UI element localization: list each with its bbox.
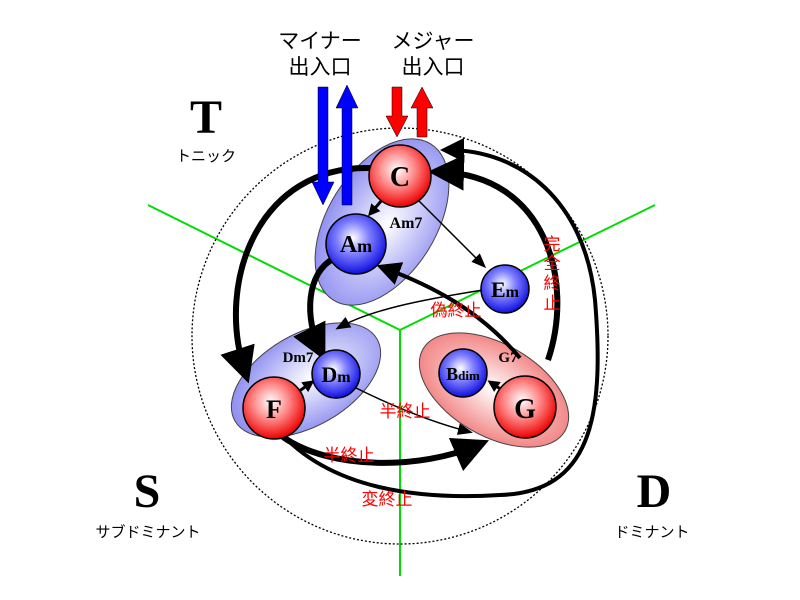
arrow-am-to-dm [293,255,337,361]
arrow-dm-to-g [351,385,473,435]
chord-label-am: Am [340,232,372,258]
subdominant-group-ellipse [230,322,382,438]
chord-label-g7: G7 [498,350,518,366]
chord-node-em: Em [480,264,530,314]
arrow-em-to-dm [335,289,484,330]
arrow-c-to-f [220,164,371,384]
minor-entrance-title: マイナー [278,29,362,53]
chord-label-f: F [266,395,282,424]
dominant-letter: D [637,465,672,518]
chord-label-bdim: Bdim [446,364,480,384]
chord-node-bdim: Bdim [438,348,488,398]
arrow-c-to-am [368,199,384,217]
subdominant-letter: S [134,465,161,518]
cadence-perfect-label: 完 全 終 止 [544,235,561,314]
chord-label-em: Em [491,277,520,302]
svg-text:終: 終 [544,274,561,294]
tonic-letter: T [190,91,222,144]
chord-node-g: G [493,375,557,439]
chord-node-am: Am [325,213,387,275]
cadence-deceptive-label: 偽終止 [431,301,482,321]
major-out-arrow [410,86,434,138]
svg-text:完: 完 [544,235,561,255]
chord-label-c: C [390,162,410,193]
dominant-name: ドミナント [614,523,689,541]
chord-label-dm: Dm [321,362,351,387]
cadence-plagal-label: 変終止 [362,490,413,510]
minor-out-arrow [335,84,359,206]
chord-node-dm: Dm [311,349,361,399]
chord-label-g: G [514,394,536,425]
chord-node-c: C [368,144,432,208]
minor-entrance-arrows [311,84,359,206]
arrow-f-to-c-plagal [276,138,600,499]
tonic-name: トニック [176,147,236,165]
dotted-circle [191,127,609,545]
major-entrance-arrows [385,86,434,138]
region-dividers [147,204,656,576]
subdominant-name: サブドミナント [95,523,200,541]
arrow-f-to-g-half [281,434,490,472]
major-entrance-title: メジャー [392,29,475,53]
arrow-c-to-em [417,199,487,269]
svg-text:全: 全 [544,254,561,274]
chord-label-dm7: Dm7 [283,350,314,366]
chord-node-f: F [242,376,306,440]
svg-text:止: 止 [544,294,561,314]
major-entrance-subtitle: 出入口 [402,55,465,79]
minor-in-arrow [311,86,335,206]
progression-arrows [220,138,600,499]
major-in-arrow [385,86,409,138]
cadence-half-label-f-g: 半終止 [324,446,375,466]
chord-label-am7: Am7 [390,215,423,232]
arrow-g-to-c-perfect [428,154,561,361]
minor-entrance-subtitle: 出入口 [289,55,352,79]
arrow-g-to-am-deceptive [376,262,522,360]
cadence-half-label-dm-g: 半終止 [380,402,431,422]
